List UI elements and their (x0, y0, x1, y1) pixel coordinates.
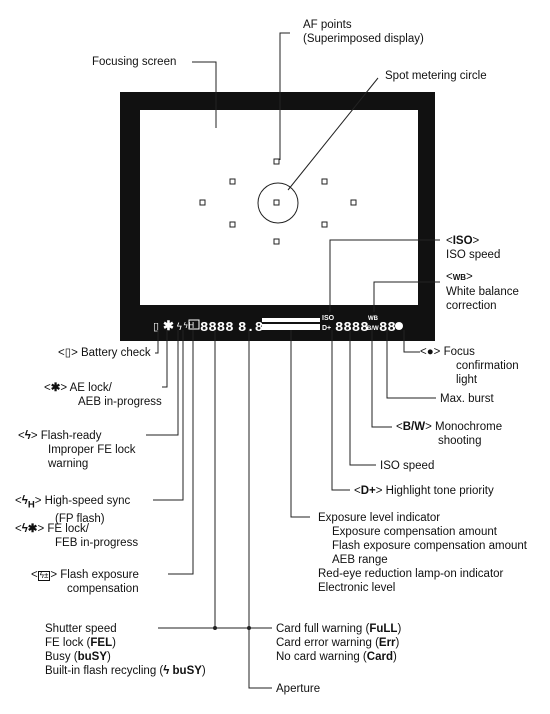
label-focus-confirmation: <●> Focus confirmation light (420, 345, 519, 387)
label-exposure-level: Exposure level indicator Exposure compen… (318, 511, 527, 595)
wb-icon: WB (452, 273, 467, 282)
leader-lines (146, 32, 440, 689)
lcd-battery-icon: ▯ (153, 321, 159, 333)
lcd-exposure-bar (262, 324, 320, 330)
card-line1: Card full warning (FuLL) (276, 623, 402, 635)
label-af-points: AF points (Superimposed display) (303, 18, 424, 46)
label-iso-top: <ISO> ISO speed (446, 234, 500, 262)
iso-icon-line: <ISO> (446, 235, 480, 247)
bw-icon: B/W (402, 421, 426, 433)
label-spot-metering: Spot metering circle (385, 70, 487, 82)
flash-exp-text2: compensation (67, 583, 139, 595)
card-line3: No card warning (Card) (276, 651, 397, 663)
flash-line1: <ϟ> Flash-ready (18, 430, 102, 442)
af-point-markers (199, 158, 357, 245)
spot-metering-circle (257, 182, 299, 224)
focus-line1: <●> Focus (420, 346, 475, 358)
lcd-d-tag: D+ (322, 325, 331, 332)
label-card: Card full warning (FuLL) Card error warn… (276, 622, 401, 664)
mono-text1: Monochrome (435, 421, 503, 433)
label-flash-ready: <ϟ> Flash-ready Improper FE lock warning (18, 429, 136, 471)
label-wb: <WB> White balance correction (446, 270, 519, 313)
ae-line1: <✱> AE lock/ (44, 382, 112, 394)
af-points-line2: (Superimposed display) (303, 33, 424, 45)
label-iso-speed: ISO speed (380, 460, 435, 472)
lcd-aperture-digits: 8.8 (238, 320, 263, 336)
shutter-line2: FE lock (FEL) (45, 637, 116, 649)
label-fe-lock: <ϟ✱> FE lock/ FEB in-progress (15, 522, 138, 550)
label-aperture: Aperture (276, 683, 321, 695)
label-hs-sync: <ϟH> High-speed sync (FP flash) (15, 494, 130, 526)
label-max-burst: Max. burst (440, 393, 494, 405)
exp-line5: Red-eye reduction lamp-on indicator (318, 568, 504, 580)
ae-text2: AEB in-progress (78, 396, 162, 408)
flash-comp-icon: ϟ± (37, 571, 51, 581)
fe-text1: FE lock/ (47, 523, 89, 535)
fe-line1: <ϟ✱> FE lock/ (15, 523, 89, 535)
lcd-shutter-digits: 8888 (200, 320, 234, 336)
exp-line4: AEB range (332, 554, 388, 566)
mono-line1: <B/W> Monochrome (396, 421, 503, 433)
lcd-focus-dot (395, 322, 403, 330)
junction-dots (213, 626, 251, 630)
fe-text2: FEB in-progress (55, 537, 139, 549)
ae-lock-icon: ✱ (50, 382, 61, 394)
focus-text3: light (456, 374, 478, 386)
exp-line6: Electronic level (318, 582, 396, 594)
shutter-line3: Busy (buSY) (45, 651, 111, 663)
label-battery: <▯> Battery check (58, 347, 151, 359)
label-shutter: Shutter speed FE lock (FEL) Busy (buSY) … (45, 622, 206, 678)
lcd-iso-digits: 8888 (335, 320, 369, 336)
fe-lock-icon: ϟ✱ (21, 523, 38, 535)
hs-text1: High-speed sync (44, 495, 131, 507)
hs-text2: (FP flash) (55, 513, 105, 526)
lcd-iso-tag: ISO (322, 315, 335, 322)
lcd-burst-digits: 88 (379, 320, 396, 336)
battery-text: Battery check (80, 347, 151, 359)
lcd-ae-lock-icon: ✱ (163, 318, 174, 333)
label-flash-exp: <ϟ±> Flash exposure compensation (31, 568, 139, 596)
shutter-line1: Shutter speed (45, 623, 117, 635)
hs-line1: <ϟH> High-speed sync (15, 495, 131, 511)
wb-line2: correction (446, 300, 497, 312)
label-ae-lock: <✱> AE lock/ AEB in-progress (44, 381, 162, 409)
viewfinder-lcd: ▯ ✱ ϟ ϟH 8888 8.8 ISO D+ 8888 WB B/W 88 (153, 315, 403, 336)
flash-text3: warning (48, 458, 89, 470)
ae-text1: AE lock/ (69, 382, 112, 394)
flash-text2: Improper FE lock (48, 444, 136, 456)
lcd-bw-tag: B/W (367, 326, 379, 332)
exp-line2: Exposure compensation amount (332, 526, 497, 538)
af-points-line1: AF points (303, 19, 352, 31)
flash-exp-text1: Flash exposure (60, 569, 139, 581)
shutter-line4: Built-in flash recycling (ϟ buSY) (45, 665, 206, 677)
label-highlight: <D+> Highlight tone priority (354, 485, 494, 497)
exp-line1: Exposure level indicator (318, 512, 441, 524)
lcd-flash-icon: ϟ (176, 322, 183, 333)
lcd-wb-tag: WB (368, 316, 379, 322)
flash-icon: ϟ (24, 430, 31, 442)
focus-text2: confirmation (456, 360, 519, 372)
battery-icon: ▯ (64, 347, 72, 359)
label-monochrome: <B/W> Monochrome shooting (396, 420, 502, 448)
wb-line1: White balance (446, 286, 519, 298)
iso-speed-top-text: ISO speed (446, 249, 501, 261)
wb-icon-line: <WB> (446, 271, 473, 283)
label-focusing-screen: Focusing screen (92, 56, 177, 68)
lcd-flash-comp-icon (188, 319, 200, 330)
focus-dot-icon: ● (426, 346, 434, 358)
focusing-screen-inner (140, 110, 418, 305)
card-line2: Card error warning (Err) (276, 637, 400, 649)
flash-text1: Flash-ready (40, 430, 102, 442)
d-plus-icon: D+ (360, 485, 376, 497)
hs-sync-icon: ϟH (21, 495, 35, 511)
lcd-exposure-scale (262, 318, 320, 322)
flash-exp-line1: <ϟ±> Flash exposure (31, 569, 139, 581)
mono-text2: shooting (438, 435, 482, 447)
focus-text1: Focus (443, 346, 475, 358)
iso-icon: ISO (452, 235, 473, 247)
highlight-text: Highlight tone priority (385, 485, 494, 497)
exp-line3: Flash exposure compensation amount (332, 540, 527, 552)
